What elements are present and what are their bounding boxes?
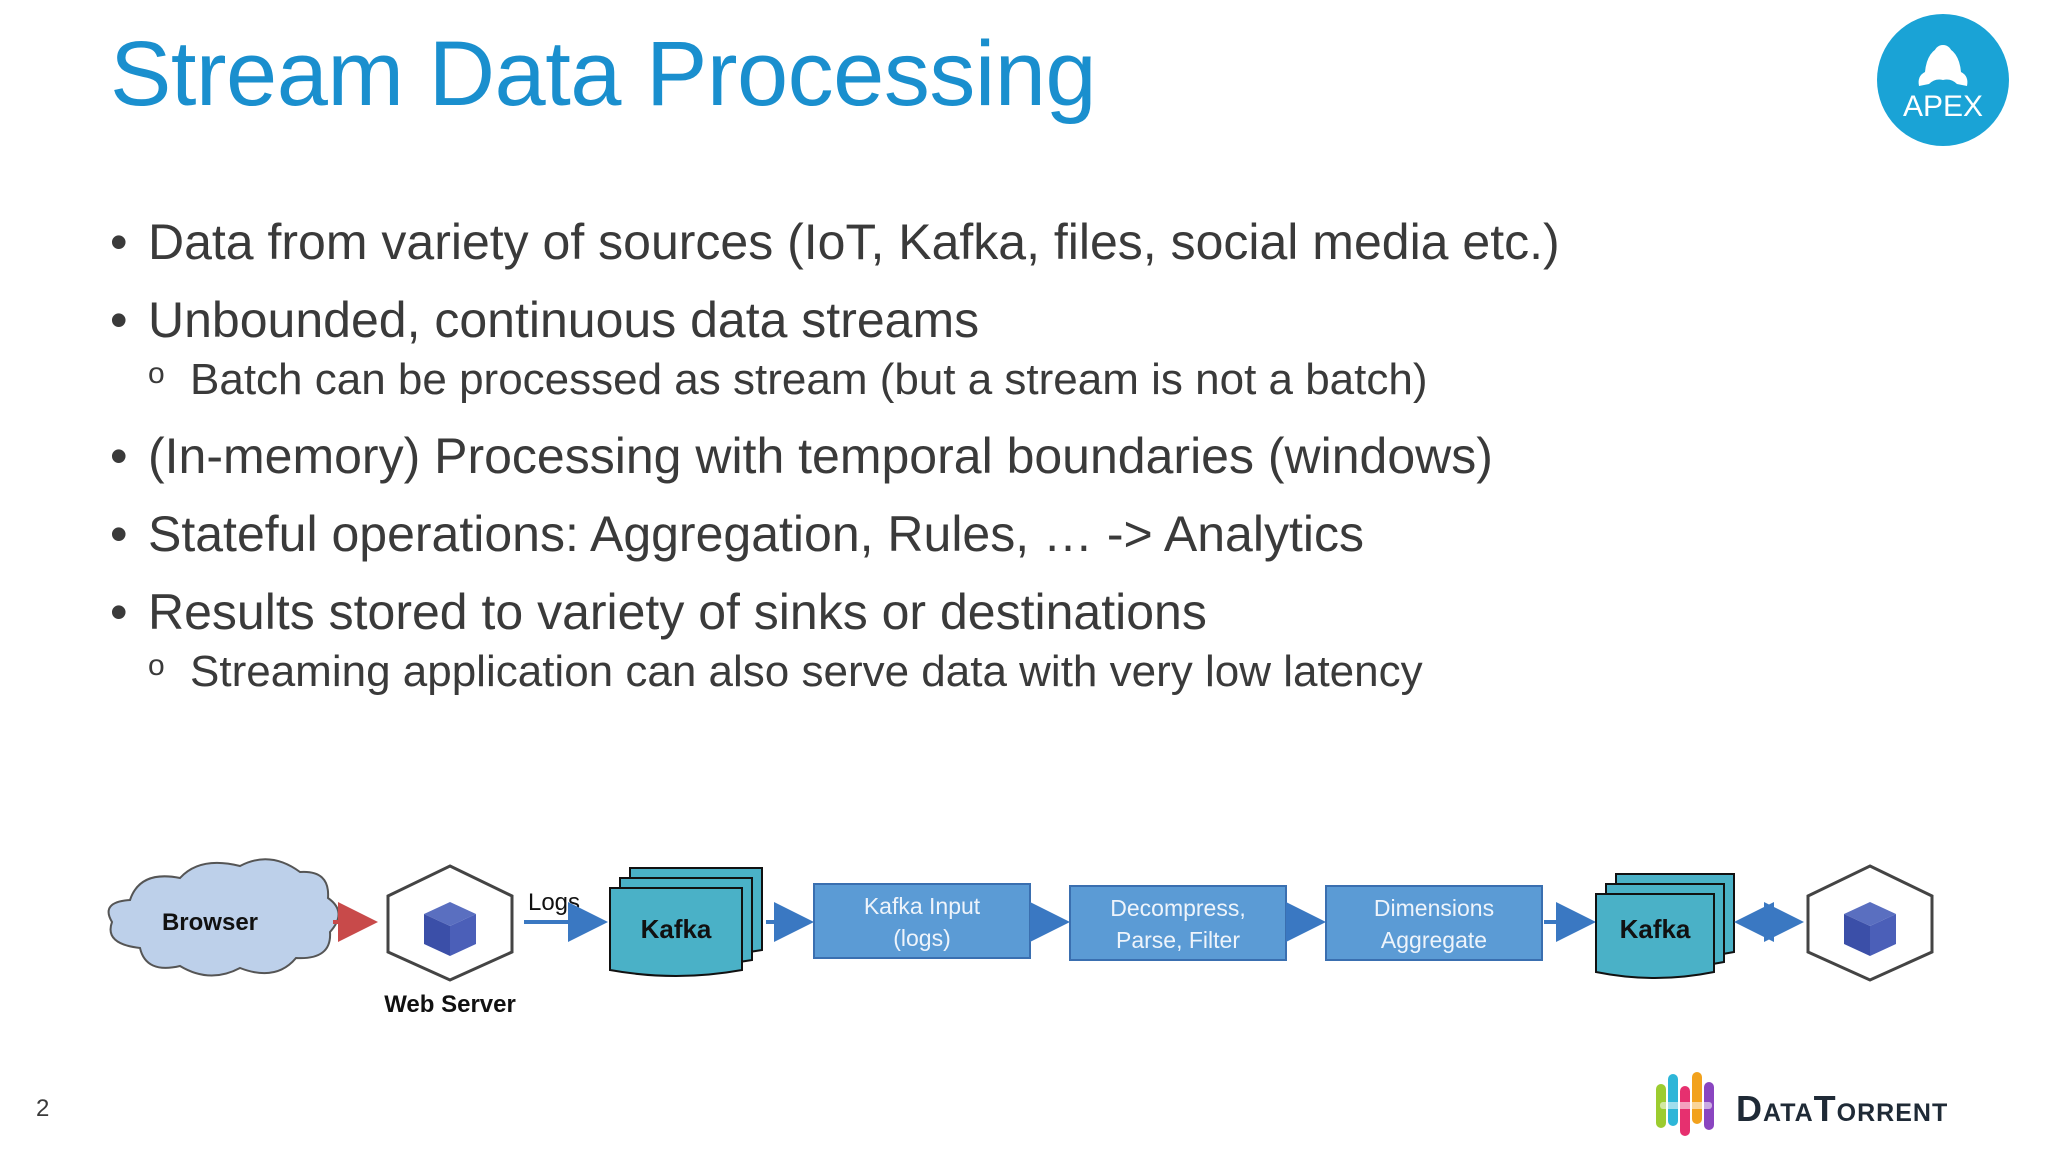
- bullet-item: • Stateful operations: Aggregation, Rule…: [110, 504, 1910, 564]
- kafka-in-label: Kafka: [641, 914, 712, 944]
- pipeline-diagram: Browser Web Server Logs Kafka Kafka Inpu…: [107, 858, 1934, 1018]
- bullet-item: • Data from variety of sources (IoT, Kaf…: [110, 212, 1910, 272]
- bullet-text: Stateful operations: Aggregation, Rules,…: [148, 506, 1364, 562]
- stage-decompress-parse: Decompress, Parse, Filter: [1069, 885, 1287, 961]
- datatorrent-logo-icon: [1656, 1072, 1714, 1136]
- stage-dimensions-line1: Dimensions: [1374, 895, 1494, 921]
- stage-decompress-line2: Parse, Filter: [1116, 927, 1240, 953]
- sub-bullet-item: o Batch can be processed as stream (but …: [110, 354, 1910, 406]
- bullet-text: Unbounded, continuous data streams: [148, 292, 980, 348]
- sub-bullet-marker: o: [148, 649, 165, 682]
- browser-cloud: Browser: [107, 858, 340, 977]
- bullet-item: • Results stored to variety of sinks or …: [110, 582, 1910, 642]
- sub-bullet-item: o Streaming application can also serve d…: [110, 646, 1910, 698]
- browser-label: Browser: [162, 909, 258, 936]
- stage-kafka-input: Kafka Input (logs): [813, 883, 1031, 959]
- logs-label: Logs: [528, 889, 580, 916]
- bullet-dot: •: [110, 292, 128, 348]
- stage-dimensions-aggregate: Dimensions Aggregate: [1325, 885, 1543, 961]
- bullet-item: • (In-memory) Processing with temporal b…: [110, 426, 1910, 486]
- kafka-in-stack: Kafka: [609, 867, 763, 977]
- kafka-out-label: Kafka: [1620, 914, 1691, 944]
- sub-bullet-marker: o: [148, 357, 165, 390]
- datatorrent-brand: DataTorrent: [1736, 1088, 1949, 1129]
- stage-decompress-line1: Decompress,: [1110, 895, 1245, 921]
- bullet-list: • Data from variety of sources (IoT, Kaf…: [110, 212, 1910, 718]
- apex-gorilla-icon: [1918, 45, 1968, 86]
- stage-kafka-input-line1: Kafka Input: [864, 893, 981, 919]
- destination-cube-icon: [1806, 864, 1934, 982]
- bullet-text: (In-memory) Processing with temporal bou…: [148, 428, 1493, 484]
- bullet-item: • Unbounded, continuous data streams: [110, 290, 1910, 350]
- web-server-label: Web Server: [384, 991, 516, 1018]
- stage-kafka-input-line2: (logs): [893, 925, 951, 951]
- bullet-dot: •: [110, 506, 128, 562]
- kafka-out-stack: Kafka: [1595, 873, 1735, 979]
- web-server-cube-icon: [386, 864, 514, 982]
- bullet-text: Results stored to variety of sinks or de…: [148, 584, 1207, 640]
- stage-dimensions-line2: Aggregate: [1381, 927, 1487, 953]
- bullet-text: Data from variety of sources (IoT, Kafka…: [148, 214, 1560, 270]
- bullet-dot: •: [110, 428, 128, 484]
- sub-bullet-text: Batch can be processed as stream (but a …: [190, 355, 1428, 404]
- slide-title: Stream Data Processing: [110, 23, 1097, 125]
- apex-logo-text: APEX: [1903, 90, 1983, 123]
- bullet-dot: •: [110, 584, 128, 640]
- sub-bullet-text: Streaming application can also serve dat…: [190, 647, 1423, 696]
- page-number: 2: [36, 1095, 50, 1122]
- bullet-dot: •: [110, 214, 128, 270]
- apex-logo: APEX: [1877, 14, 2009, 146]
